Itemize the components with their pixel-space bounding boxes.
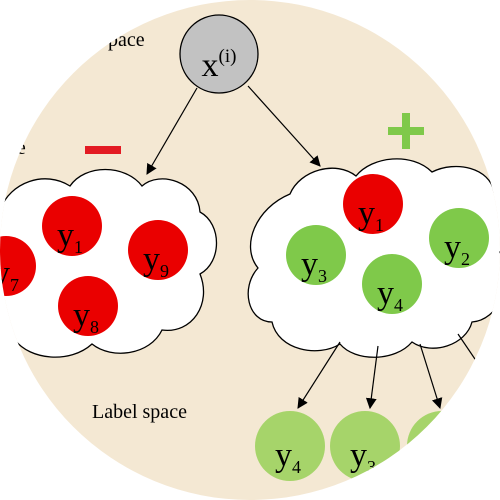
- svg-text:y8: y8: [73, 297, 99, 337]
- label-space-label: Label space: [92, 401, 187, 423]
- output-node-circle: [407, 411, 477, 481]
- negative-node-y1: y1: [42, 196, 102, 257]
- svg-text:y9: y9: [143, 241, 169, 281]
- positive-node-y2: y2: [429, 208, 489, 269]
- minus-sign-icon: [85, 146, 121, 154]
- output-node-partial: [407, 411, 477, 481]
- positive-node-circle: [286, 225, 346, 285]
- svg-text:y3: y3: [301, 246, 327, 286]
- arrow-to-negative: [146, 87, 198, 175]
- positive-node-y4: y4: [362, 254, 422, 315]
- negative-node-circle: [128, 220, 188, 280]
- negative-node-y8: y8: [58, 276, 118, 337]
- svg-text:y1: y1: [358, 195, 384, 235]
- svg-text:y1: y1: [57, 217, 83, 257]
- arrow-to-output-3: [419, 343, 443, 410]
- input-node-circle: [179, 14, 259, 94]
- output-node-circle: [255, 411, 325, 481]
- negative-node-circle: [42, 196, 102, 256]
- positive-node-circle: [429, 208, 489, 268]
- arrow-to-output-2: [365, 345, 379, 410]
- arrow-to-output-1: [297, 341, 341, 409]
- negative-node-y9: y9: [128, 220, 188, 281]
- positive-node-circle: [362, 254, 422, 314]
- instance-space-label: ce: [8, 137, 26, 159]
- positive-node-y1: y1: [343, 174, 403, 235]
- positive-node-y3: y3: [286, 225, 346, 286]
- arrow-to-positive: [247, 85, 321, 167]
- output-node-y3: y3: [330, 411, 400, 481]
- positive-node-circle: [343, 174, 403, 234]
- negative-node-circle: [0, 236, 36, 296]
- svg-text:y4: y4: [377, 275, 403, 315]
- svg-text:y2: y2: [444, 229, 470, 269]
- plus-sign-icon: [388, 113, 424, 149]
- input-node-x: x(i): [179, 14, 259, 94]
- negative-node-circle: [58, 276, 118, 336]
- negative-cloud: [0, 168, 218, 358]
- svg-text:y7: y7: [0, 255, 19, 295]
- input-node-label: x(i): [202, 46, 237, 84]
- svg-text:y3: y3: [350, 437, 376, 477]
- output-node-y4: y4: [255, 411, 325, 481]
- svg-text:y4: y4: [275, 437, 301, 477]
- feature-space-label: pace: [108, 29, 145, 51]
- negative-node-y7: y7: [0, 236, 36, 296]
